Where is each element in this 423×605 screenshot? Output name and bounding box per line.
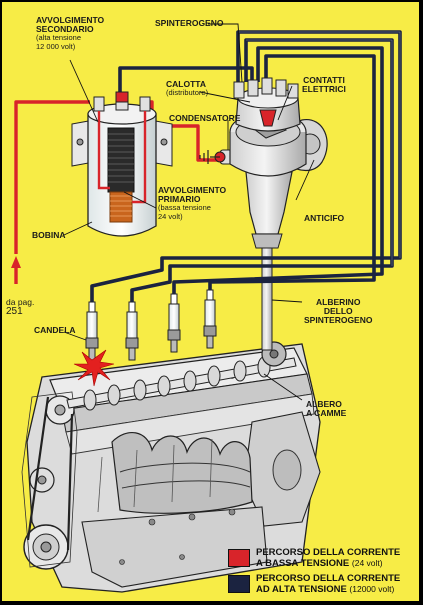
label-secondary-sub2: 12 000 volt) — [36, 41, 76, 51]
label-plug: CANDELA — [34, 325, 76, 335]
label-shaft-line2: DELLO — [323, 306, 353, 316]
label-advance: ANTICIFO — [304, 213, 345, 223]
label-contacts-line1: CONTATTI — [303, 75, 345, 85]
label-cap-title: CALOTTA — [166, 79, 206, 89]
legend-low-voltage-swatch — [228, 549, 250, 567]
spark-plugs — [85, 289, 217, 361]
legend-low-voltage-text: PERCORSO DELLA CORRENTE A BASSA TENSIONE… — [256, 548, 400, 569]
label-cap: CALOTTA (distributore) — [166, 80, 208, 98]
legend-low-line2a: A BASSA TENSIONE — [256, 558, 350, 569]
label-cap-sub: (distributore) — [166, 88, 209, 97]
legend-high-voltage-text: PERCORSO DELLA CORRENTE AD ALTA TENSIONE… — [256, 574, 400, 595]
ground-icon — [199, 150, 220, 164]
ignition-system-illustration — [11, 23, 402, 593]
label-distributor: SPINTEROGENO — [155, 18, 224, 28]
label-camshaft-line2: A CAMME — [306, 408, 347, 418]
label-shaft-line1: ALBERINO — [316, 297, 361, 307]
label-primary-winding: AVVOLGIMENTO PRIMARIO (bassa tensione 24… — [158, 186, 226, 221]
label-from-page-line1: da pag. — [6, 297, 35, 307]
legend-high-line1: PERCORSO DELLA CORRENTE — [256, 573, 401, 584]
label-from-page-line2: 251 — [6, 306, 23, 317]
label-camshaft-line1: ALBERO — [306, 399, 342, 409]
label-secondary-sub1: (alta tensione — [36, 33, 82, 42]
legend-low-line2b: (24 volt) — [351, 558, 383, 568]
label-from-page: da pag. 251 — [6, 297, 35, 317]
label-shaft: ALBERINO DELLO SPINTEROGENO — [304, 298, 372, 325]
arrow-up-icon — [11, 256, 21, 284]
legend-low-line1: PERCORSO DELLA CORRENTE — [256, 547, 401, 558]
legend-high-voltage-swatch — [228, 575, 250, 593]
label-camshaft: ALBERO A CAMME — [306, 400, 346, 418]
label-shaft-line3: SPINTEROGENO — [304, 315, 373, 325]
label-contacts: CONTATTI ELETTRICI — [302, 76, 346, 94]
label-secondary-title1: AVVOLGIMENTO — [36, 15, 105, 25]
engine-block — [21, 343, 321, 593]
label-condenser: CONDENSATORE — [169, 113, 241, 123]
ignition-diagram-page: AVVOLGIMENTO SECONDARIO (alta tensione 1… — [2, 2, 419, 601]
label-secondary-winding: AVVOLGIMENTO SECONDARIO (alta tensione 1… — [36, 16, 104, 51]
label-primary-sub1: (bassa tensione — [158, 203, 211, 212]
label-secondary-title2: SECONDARIO — [36, 24, 94, 34]
label-contacts-line2: ELETTRICI — [302, 84, 346, 94]
spark-burst — [73, 349, 115, 387]
legend-high-line2b: (12000 volt) — [349, 584, 395, 594]
label-primary-sub2: 24 volt) — [158, 211, 183, 221]
legend-high-line2a: AD ALTA TENSIONE — [256, 584, 347, 595]
camshaft — [66, 341, 297, 411]
ignition-coil — [71, 91, 173, 237]
label-primary-title2: PRIMARIO — [158, 194, 201, 204]
label-primary-title1: AVVOLGIMENTO — [158, 185, 227, 195]
leader-lines — [63, 23, 315, 401]
label-coil: BOBINA — [32, 230, 66, 240]
